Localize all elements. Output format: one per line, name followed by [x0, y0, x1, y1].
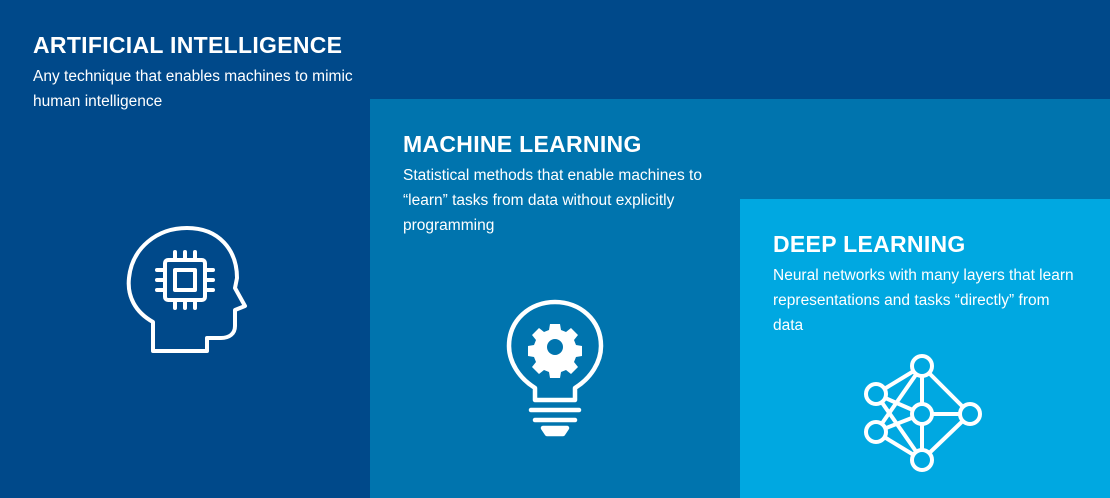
- dl-description: Neural networks with many layers that le…: [773, 267, 1074, 334]
- ml-description: Statistical methods that enable machines…: [403, 167, 702, 234]
- ai-title: ARTIFICIAL INTELLIGENCE: [33, 32, 343, 58]
- ai-description: Any technique that enables machines to m…: [33, 68, 353, 110]
- dl-title: DEEP LEARNING: [773, 231, 966, 257]
- deep-learning-panel: [740, 199, 1110, 498]
- ml-title: MACHINE LEARNING: [403, 131, 642, 157]
- neural-network-icon: [858, 354, 990, 472]
- head-with-chip-icon: [126, 226, 247, 354]
- lightbulb-gear-icon: [505, 299, 605, 438]
